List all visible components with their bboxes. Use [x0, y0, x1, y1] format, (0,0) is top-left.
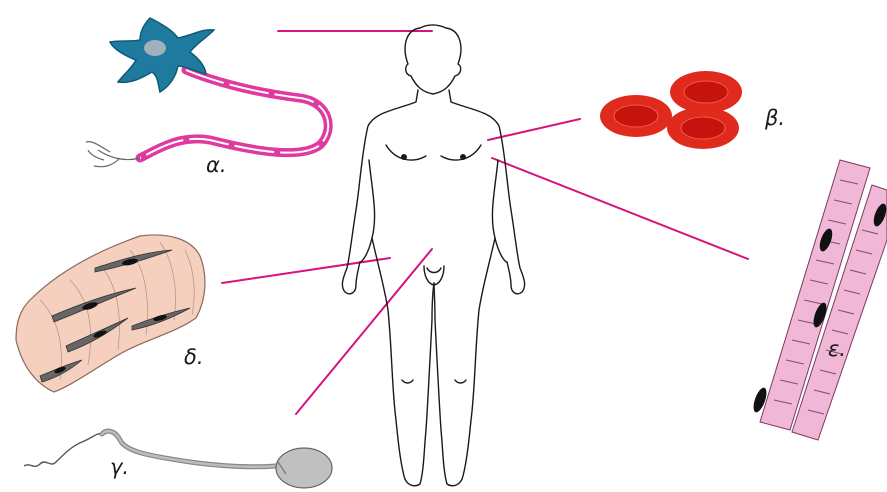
human-body-outline — [342, 25, 524, 486]
pointer-smooth — [222, 258, 390, 283]
pointer-sperm — [296, 249, 432, 414]
pointer-lines — [222, 31, 748, 414]
nipple-left — [401, 154, 407, 160]
label-sperm: γ. — [110, 455, 129, 479]
label-smooth: δ. — [184, 345, 204, 369]
label-blood: β. — [764, 106, 785, 130]
label-neuron: α. — [206, 153, 227, 177]
sperm-cell — [24, 431, 332, 488]
smooth-muscle-tissue — [16, 235, 205, 392]
neuron-cell — [86, 18, 328, 167]
red-blood-cells — [600, 71, 742, 149]
pointer-cardiac — [492, 158, 748, 259]
cardiac-muscle-fibers — [751, 160, 887, 440]
label-cardiac: ε. — [828, 337, 846, 361]
nipple-right — [460, 154, 466, 160]
